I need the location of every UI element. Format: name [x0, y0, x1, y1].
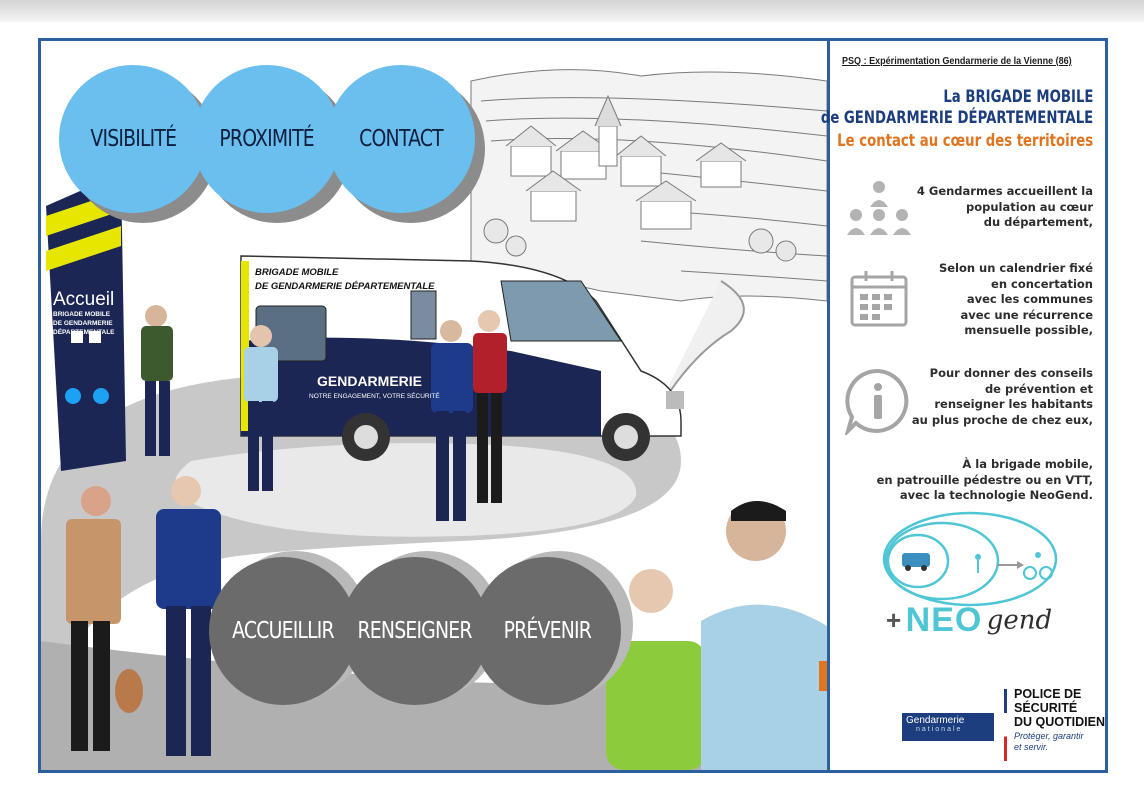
neogend-gend: gend: [986, 605, 1053, 636]
psq-logo-bar: [1004, 689, 1007, 761]
banner-line2: DE GENDARMERIE: [53, 320, 113, 327]
psq-header: PSQ : Expérimentation Gendarmerie de la …: [842, 55, 1072, 67]
info1-line: 4 Gendarmes accueillent la: [916, 184, 1093, 198]
circle-renseigner: RENSEIGNER: [341, 557, 489, 705]
calendar-icon: [850, 271, 908, 327]
neogend-logo: + NEO gend: [886, 601, 1052, 640]
people: [66, 305, 827, 770]
info3-line: au plus proche de chez eux,: [911, 412, 1093, 427]
info4-line: en patrouille pédestre ou en VTT,: [876, 472, 1093, 487]
circle-label-accueillir: ACCUEILLIR: [232, 618, 334, 644]
info3-line: de prévention et: [984, 381, 1093, 396]
info2-line: avec les communes: [966, 292, 1093, 306]
banner-title: Accueil: [53, 289, 115, 310]
circle-contact: CONTACT: [327, 65, 475, 213]
camper-van: [240, 255, 684, 461]
gendarmerie-logo: Gendarmerie nationale: [902, 713, 994, 741]
info2-line: en concertation: [991, 276, 1093, 291]
neogend-diagram: [882, 511, 1058, 607]
info4-line: avec la technologie NeoGend.: [899, 488, 1093, 502]
info1-line: population au cœur: [966, 199, 1093, 214]
banner-line3: DÉPARTEMENTALE: [53, 329, 115, 336]
circle-label-prevenir: PRÉVENIR: [503, 618, 591, 644]
info3-line: Pour donner des conseils: [929, 366, 1093, 380]
gendarmerie-logo-line1: Gendarmerie: [906, 715, 965, 726]
info-text-gendarmes: 4 Gendarmes accueillent la population au…: [917, 184, 1093, 231]
scene-illustration: [41, 69, 827, 770]
info-bubble-icon: [844, 368, 909, 435]
info-text-calendrier: Selon un calendrier fixé en concertation…: [939, 261, 1093, 339]
info-panel: PSQ : Expérimentation Gendarmerie de la …: [821, 41, 1105, 770]
psq-logo: POLICE DE SÉCURITÉ DU QUOTIDIEN Protéger…: [1014, 687, 1105, 753]
info2-line: avec une récurrence: [960, 307, 1093, 322]
panel-title-line2: de GENDARMERIE DÉPARTEMENTALE: [820, 108, 1093, 128]
van-mini-icon: [902, 553, 930, 567]
psq-logo-line2: SÉCURITÉ: [1014, 701, 1078, 715]
info2-line: Selon un calendrier fixé: [938, 261, 1093, 275]
psq-logo-line1: POLICE DE: [1014, 687, 1082, 701]
banner-line1: BRIGADE MOBILE: [53, 311, 111, 318]
info2-line: mensuelle possible,: [964, 323, 1093, 337]
panel-title-line3: Le contact au cœur des territoires: [837, 131, 1093, 151]
circle-label-renseigner: RENSEIGNER: [357, 618, 473, 644]
circle-label-proximite: PROXIMITÉ: [219, 126, 315, 152]
neogend-plus: +: [886, 605, 902, 635]
van-text-line2: DE GENDARMERIE DÉPARTEMENTALE: [255, 281, 435, 292]
panel-divider: [827, 38, 830, 773]
circle-accueillir: ACCUEILLIR: [209, 557, 357, 705]
top-bar: [0, 0, 1144, 22]
circle-proximite: PROXIMITÉ: [193, 65, 341, 213]
group-people-icon: [847, 181, 911, 235]
info-text-brigade: À la brigade mobile, en patrouille pédes…: [877, 457, 1093, 504]
village-sketch: [470, 69, 827, 442]
psq-tagline2: et servir.: [1014, 742, 1049, 752]
info1-line: du département,: [983, 215, 1093, 229]
circle-visibilite: VISIBILITÉ: [59, 65, 207, 213]
circle-prevenir: PRÉVENIR: [473, 557, 621, 705]
road-center: [175, 443, 637, 537]
panel-title-line1: La BRIGADE MOBILE: [942, 87, 1093, 107]
info3-line: renseigner les habitants: [934, 397, 1093, 411]
van-slogan: NOTRE ENGAGEMENT, VOTRE SÉCURITÉ: [309, 393, 440, 400]
psq-logo-line3: DU QUOTIDIEN: [1014, 715, 1105, 729]
circle-label-contact: CONTACT: [359, 126, 444, 152]
info4-line: À la brigade mobile,: [962, 457, 1093, 471]
neogend-neo: NEO: [905, 601, 983, 639]
psq-tagline1: Protéger, garantir: [1014, 731, 1084, 741]
van-brand: GENDARMERIE: [317, 373, 423, 389]
circle-label-visibilite: VISIBILITÉ: [90, 126, 177, 152]
info-text-conseils: Pour donner des conseils de prévention e…: [912, 366, 1093, 428]
illustrated-scene: VISIBILITÉ PROXIMITÉ CONTACT ACCUEILLIR …: [41, 41, 827, 770]
gendarmerie-logo-line2: nationale: [916, 726, 963, 733]
van-text-line1: BRIGADE MOBILE: [255, 267, 339, 278]
